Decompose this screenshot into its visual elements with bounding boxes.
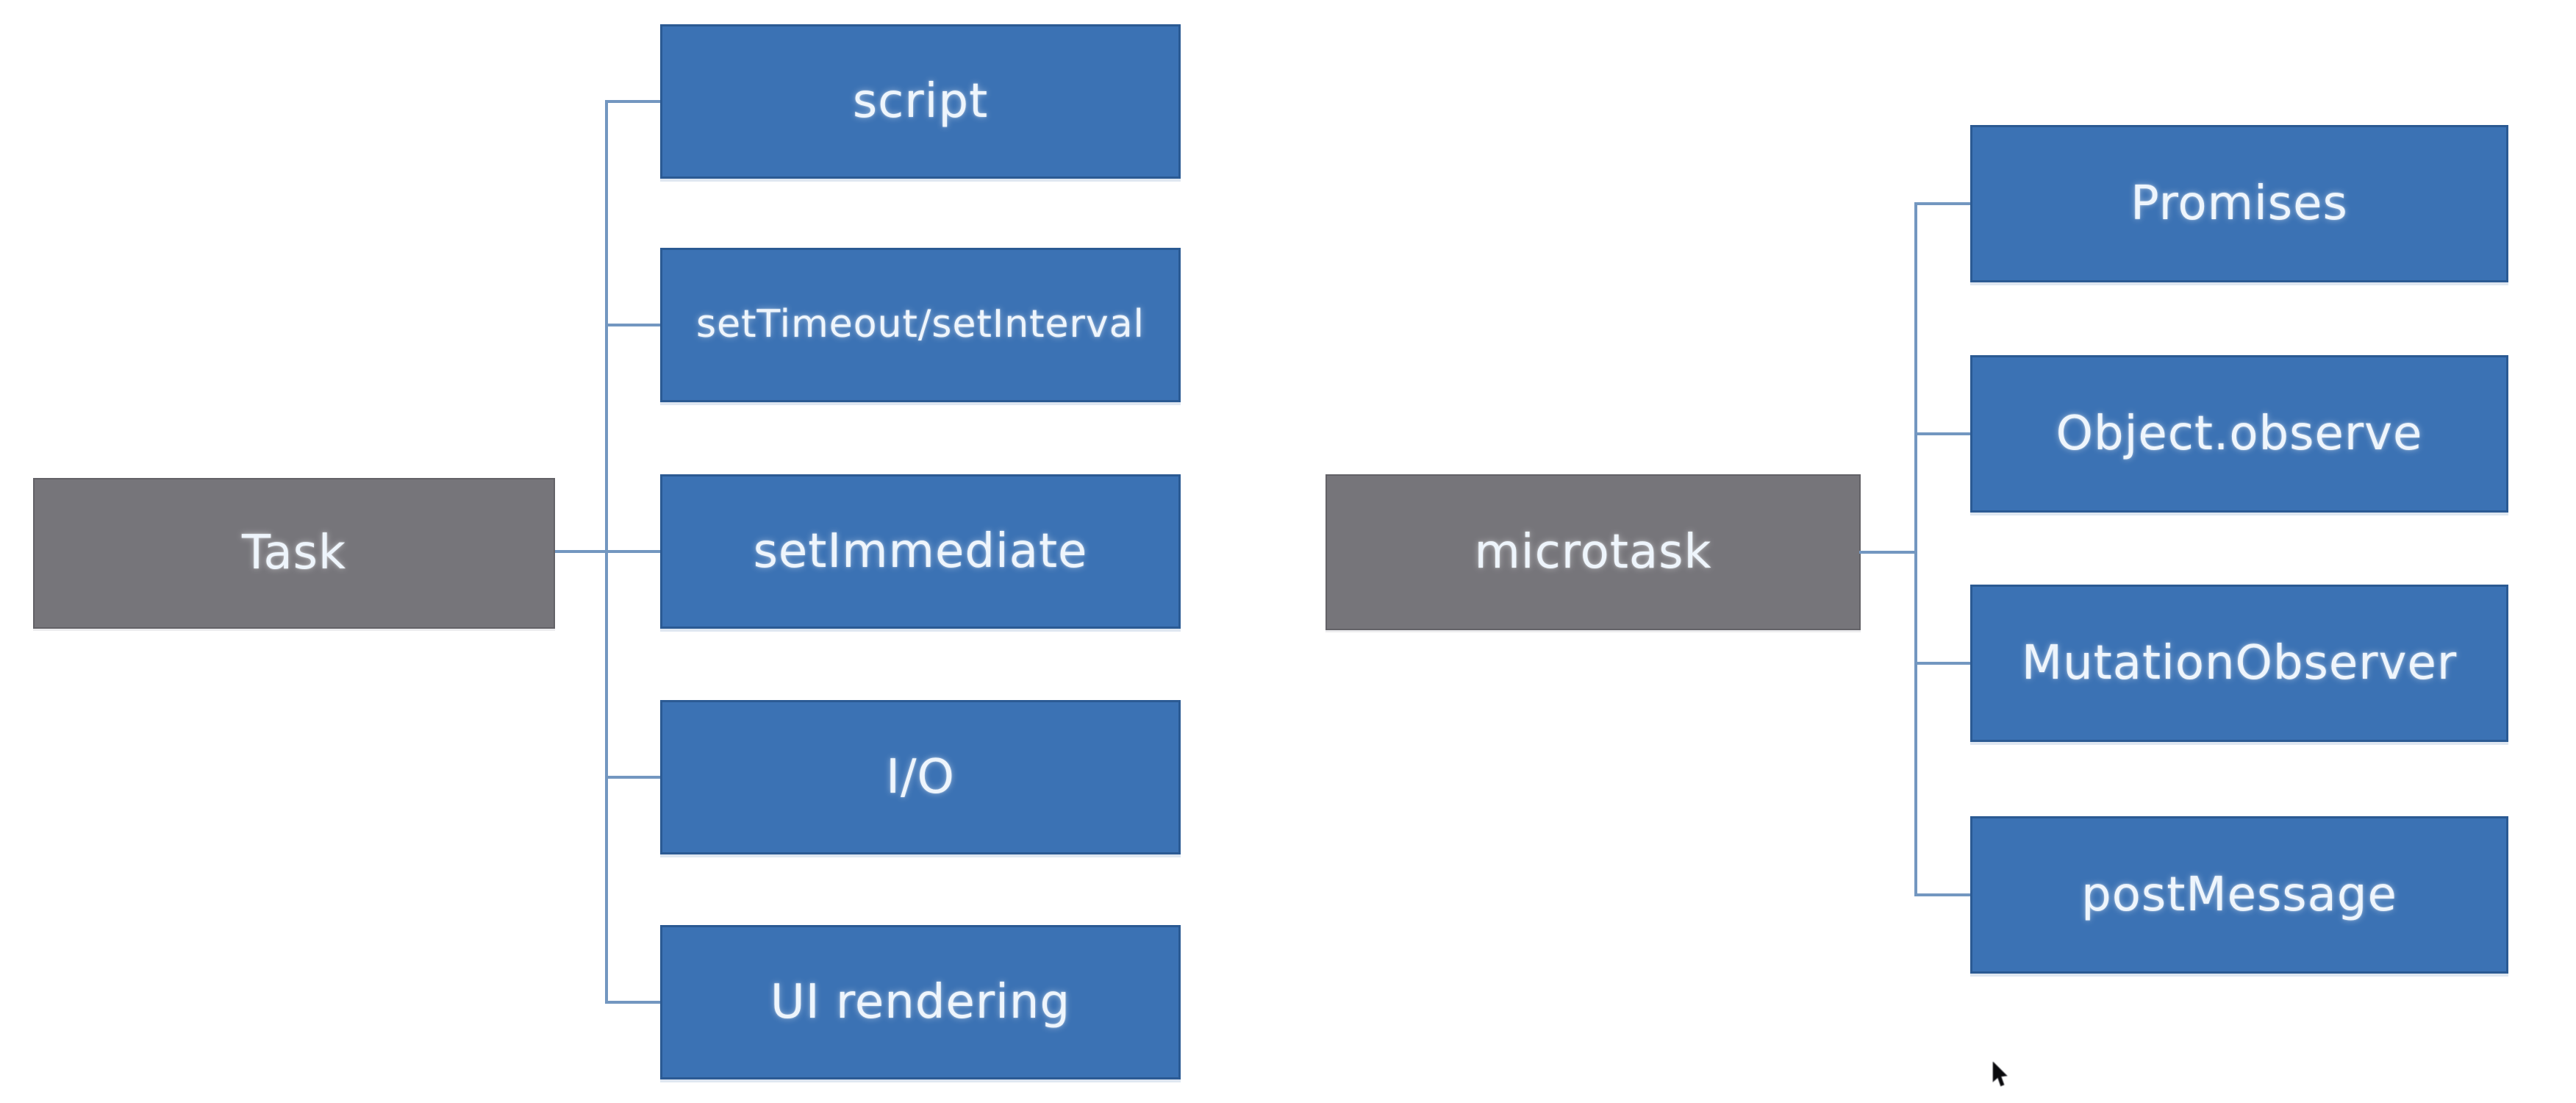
mutationobserver-label: MutationObserver [2021,635,2458,690]
mouse-cursor-icon [1992,1062,2008,1087]
postmessage-label: postMessage [2081,867,2397,922]
microtask-root-node: microtask [1325,474,1861,630]
microtask-branch-line-mutationobserver [1914,662,1970,665]
microtask-branch-line-promises [1914,202,1970,205]
task-branch-line-settimeout [605,324,660,326]
task-branch-line-script [605,100,660,103]
promises-node: Promises [1970,125,2508,282]
microtask-branch-line-postmessage [1914,893,1970,896]
microtask-root-label: microtask [1474,524,1712,579]
task-branch-line-io [605,776,660,779]
script-label: script [852,74,989,129]
object-observe-label: Object.observe [2056,406,2423,461]
mutationobserver-node: MutationObserver [1970,585,2508,742]
task-root-label: Task [241,526,347,581]
task-root-node: Task [33,478,555,629]
postmessage-node: postMessage [1970,816,2508,974]
setimmediate-label: setImmediate [753,524,1088,579]
microtask-root-connector-line [1859,551,1914,554]
io-node: I/O [660,700,1181,854]
microtask-branch-line-object-observe [1914,432,1970,435]
microtask-trunk-line [1914,202,1917,896]
script-node: script [660,24,1181,179]
promises-label: Promises [2130,176,2348,231]
setimmediate-node: setImmediate [660,474,1181,629]
task-branch-line-setimmediate [605,550,660,553]
object-observe-node: Object.observe [1970,355,2508,513]
ui-rendering-label: UI rendering [770,974,1071,1029]
task-root-connector-line [555,550,607,553]
io-label: I/O [886,749,955,804]
settimeout-setinterval-label: setTimeout/setInterval [695,302,1145,347]
ui-rendering-node: UI rendering [660,925,1181,1079]
task-branch-line-ui-rendering [605,1001,660,1004]
settimeout-setinterval-node: setTimeout/setInterval [660,248,1181,402]
